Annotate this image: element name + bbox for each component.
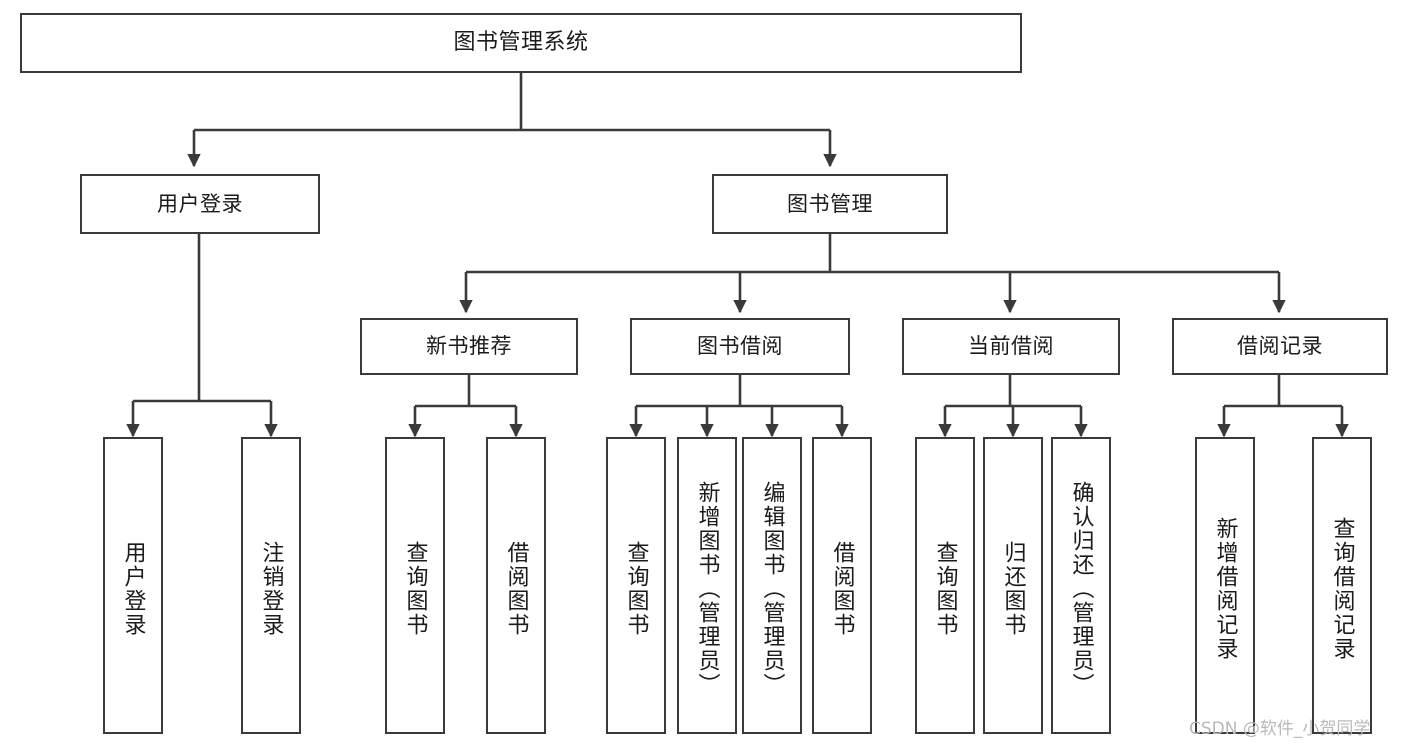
csdn-watermark: CSDN @软件_小贺同学 (1189, 719, 1371, 739)
leaf-book-borrow-borrow[interactable]: 借阅图书 (812, 437, 872, 734)
node-label: 用户登录 (120, 540, 146, 637)
leaf-borrow-record-query[interactable]: 查询借阅记录 (1312, 437, 1372, 734)
node-label: 编辑图书（管理员） (759, 480, 785, 697)
node-label: 借阅图书 (503, 540, 529, 637)
leaf-user-login-logout[interactable]: 注销登录 (241, 437, 301, 734)
node-borrow-record[interactable]: 借阅记录 (1172, 318, 1388, 375)
node-label: 图书管理 (787, 191, 873, 216)
node-book-management[interactable]: 图书管理 (712, 174, 948, 234)
leaf-current-borrow-confirm-return[interactable]: 确认归还（管理员） (1051, 437, 1111, 734)
node-label: 查询借阅记录 (1329, 516, 1355, 661)
node-label: 确认归还（管理员） (1068, 480, 1094, 697)
node-book-borrow[interactable]: 图书借阅 (630, 318, 850, 375)
node-label: 新增借阅记录 (1212, 516, 1238, 661)
leaf-current-borrow-return[interactable]: 归还图书 (983, 437, 1043, 734)
leaf-book-borrow-edit[interactable]: 编辑图书（管理员） (742, 437, 802, 734)
node-label: 注销登录 (258, 540, 284, 637)
node-label: 借阅记录 (1237, 334, 1323, 359)
node-label: 用户登录 (157, 191, 243, 216)
node-label: 新增图书（管理员） (694, 480, 720, 697)
node-label: 当前借阅 (968, 334, 1054, 359)
leaf-new-book-query[interactable]: 查询图书 (385, 437, 445, 734)
leaf-new-book-borrow[interactable]: 借阅图书 (486, 437, 546, 734)
node-new-book-recommend[interactable]: 新书推荐 (360, 318, 578, 375)
node-label: 查询图书 (932, 540, 958, 637)
leaf-book-borrow-query[interactable]: 查询图书 (606, 437, 666, 734)
leaf-borrow-record-add[interactable]: 新增借阅记录 (1195, 437, 1255, 734)
node-current-borrow[interactable]: 当前借阅 (902, 318, 1120, 375)
node-user-login[interactable]: 用户登录 (80, 174, 320, 234)
node-label: 查询图书 (623, 540, 649, 637)
node-label: 归还图书 (1000, 540, 1026, 637)
node-root-system[interactable]: 图书管理系统 (20, 13, 1022, 73)
leaf-user-login-login[interactable]: 用户登录 (103, 437, 163, 734)
node-label: 查询图书 (402, 540, 428, 637)
node-label: 图书借阅 (697, 334, 783, 359)
leaf-book-borrow-add[interactable]: 新增图书（管理员） (677, 437, 737, 734)
leaf-current-borrow-query[interactable]: 查询图书 (915, 437, 975, 734)
node-label: 新书推荐 (426, 334, 512, 359)
node-label: 借阅图书 (829, 540, 855, 637)
node-label: 图书管理系统 (453, 30, 589, 56)
